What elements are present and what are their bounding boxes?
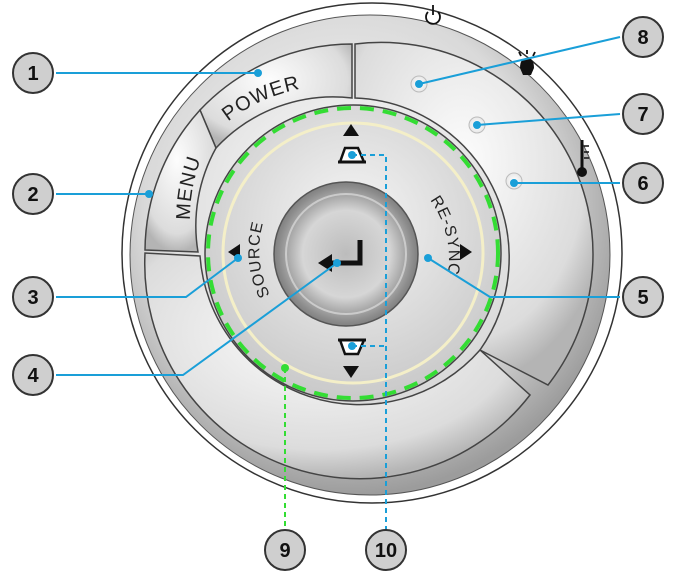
enter-button-rim <box>285 193 407 315</box>
callout-5: 5 <box>622 276 664 318</box>
svg-text:1: 1 <box>27 63 38 85</box>
enter-button[interactable] <box>273 181 419 327</box>
callout-9: 9 <box>264 529 306 571</box>
callout-1: 1 <box>12 52 54 94</box>
svg-text:6: 6 <box>637 173 648 195</box>
svg-text:5: 5 <box>637 287 648 309</box>
keypad-lower-ring <box>143 252 532 480</box>
callout-2: 2 <box>12 173 54 215</box>
callout-8: 8 <box>622 16 664 58</box>
callout-10: 10 <box>365 529 407 571</box>
up-arrow-icon[interactable] <box>343 124 359 136</box>
leader-10 <box>352 154 387 530</box>
leader-9-dot <box>281 364 289 372</box>
callout-7: 7 <box>622 93 664 135</box>
indicator-panel <box>354 41 594 386</box>
svg-text:2: 2 <box>27 184 38 206</box>
menu-button[interactable] <box>144 108 217 253</box>
power-led-icon <box>425 5 441 25</box>
svg-text:7: 7 <box>637 104 648 126</box>
callout-4: 4 <box>12 354 54 396</box>
direction-ring-highlight <box>221 121 485 385</box>
callout-6: 6 <box>622 162 664 204</box>
svg-text:3: 3 <box>27 287 38 309</box>
svg-text:4: 4 <box>27 365 39 387</box>
svg-text:10: 10 <box>375 540 397 562</box>
lamp-led-icon <box>518 50 536 75</box>
right-arrow-icon[interactable] <box>460 244 472 260</box>
svg-text:8: 8 <box>637 27 648 49</box>
power-button[interactable] <box>199 43 353 150</box>
enter-arrow-icon <box>318 254 332 272</box>
callout-3: 3 <box>12 276 54 318</box>
svg-text:9: 9 <box>279 540 290 562</box>
button-ring <box>143 41 594 480</box>
temperature-led-icon <box>577 140 589 177</box>
green-dash-ring <box>206 106 500 400</box>
leader-lines <box>56 36 621 376</box>
down-arrow-icon[interactable] <box>343 366 359 378</box>
